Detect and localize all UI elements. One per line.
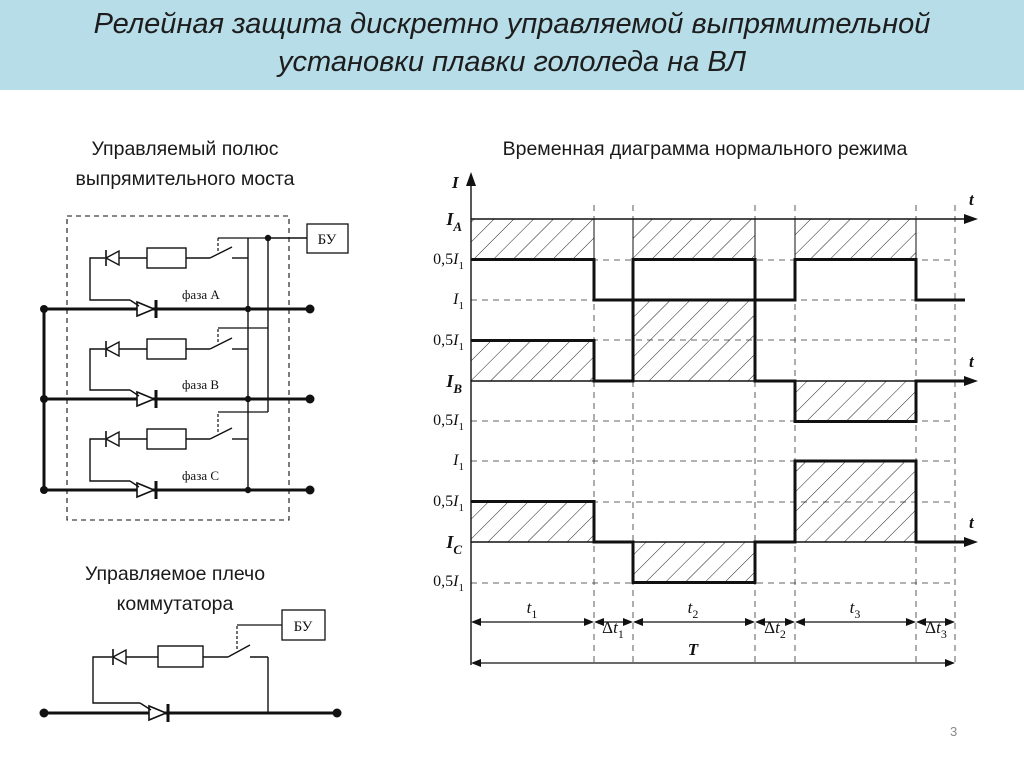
phase-c-relay-contact <box>209 427 233 440</box>
commutator-gate <box>139 702 152 711</box>
level-labels: 0,5I1 I1 0,5I1 0,5I1 I1 0,5I1 0,5I1 <box>433 251 464 594</box>
dimension-arrow <box>916 618 955 626</box>
interval-labels: t1 Δt1 t2 Δt2 t3 Δt3 T <box>527 598 947 659</box>
waveform-i_a <box>471 258 965 302</box>
pole-enclosure-dashed-box <box>66 215 290 521</box>
current-pulse-i_a <box>794 218 917 260</box>
commutator-right-terminal <box>332 708 342 718</box>
timing-axes <box>466 172 978 665</box>
phase-c-terminal <box>305 485 315 495</box>
interval-label: t2 <box>688 598 699 621</box>
trace-label-ic: IC <box>445 532 462 557</box>
current-pulse-i_b <box>794 380 917 422</box>
phase-b-relay-contact <box>209 337 233 350</box>
commutator-gate-wire <box>92 656 140 704</box>
commutator-left-terminal <box>39 708 49 718</box>
current-pulse-i_b <box>470 340 595 382</box>
interval-label: Δt1 <box>602 618 624 641</box>
phase-b-label: фаза В <box>182 377 219 392</box>
phase-c-right-node <box>244 486 252 494</box>
waveforms <box>470 218 965 584</box>
page-number: 3 <box>950 724 958 739</box>
interval-label: Δt3 <box>925 618 947 641</box>
dimension-arrow <box>594 618 633 626</box>
level-label: I1 <box>452 452 464 473</box>
commutator-arm-caption-line-2: коммутатора <box>116 593 234 615</box>
slide-title-line-2: установки плавки гололеда на ВЛ <box>278 46 746 78</box>
commutator-arm-schematic <box>39 609 342 722</box>
phase-b-terminal <box>305 394 315 404</box>
current-pulse-i_a <box>470 218 595 260</box>
phase-a-thyristor <box>136 300 157 318</box>
time-axis-b-arrow <box>964 376 978 386</box>
level-label: 0,5I1 <box>433 412 464 433</box>
phase-a-right-node <box>244 305 252 313</box>
time-axis-a-label: t <box>969 190 975 209</box>
phase-b-right-node <box>244 395 252 403</box>
phase-b-left-node <box>40 395 48 403</box>
time-axis-a-arrow <box>964 214 978 224</box>
phase-c-gate <box>129 480 140 488</box>
phase-b-branch <box>40 327 315 408</box>
current-pulse-i_c <box>470 501 595 543</box>
time-axis-c-label: t <box>969 513 975 532</box>
control-unit-box <box>306 223 349 254</box>
current-pulse-i_c <box>632 541 756 583</box>
interval-label: Δt2 <box>764 618 786 641</box>
dimension-arrow <box>795 618 916 626</box>
current-pulse-i_c <box>794 460 917 543</box>
level-label: 0,5I1 <box>433 251 464 272</box>
trace-label-ia: IA <box>445 209 462 234</box>
interval-label: t3 <box>850 598 861 621</box>
time-axis-c-arrow <box>964 537 978 547</box>
level-label: 0,5I1 <box>433 573 464 594</box>
phase-b-thyristor <box>136 390 157 408</box>
dimension-arrow <box>755 618 795 626</box>
phase-b-gate-wire <box>89 348 130 391</box>
phase-a-label: фаза А <box>182 287 220 302</box>
dimension-arrow <box>633 618 755 626</box>
period-label: T <box>688 640 699 659</box>
slide-title-line-1: Релейная защита дискретно управляемой вы… <box>93 8 931 40</box>
commutator-arm-caption-line-1: Управляемое плечо <box>84 563 266 585</box>
timing-diagram-caption: Временная диаграмма нормального режима <box>502 138 908 160</box>
level-label: 0,5I1 <box>433 332 464 353</box>
time-axis-b-label: t <box>969 352 975 371</box>
phase-a-terminal <box>305 304 315 314</box>
timing-grid <box>471 205 956 665</box>
trace-label-ib: IB <box>445 371 462 396</box>
phase-a-left-node <box>40 305 48 313</box>
dimension-arrow <box>471 618 594 626</box>
rectifier-pole-caption-line-2: выпрямительного моста <box>75 168 295 190</box>
rectifier-pole-schematic <box>40 215 349 521</box>
commutator-control-unit-box <box>281 609 326 641</box>
phase-b-gate <box>129 389 140 397</box>
title-banner: Релейная защита дискретно управляемой вы… <box>0 0 1024 90</box>
phase-c-gate-wire <box>89 438 130 482</box>
commutator-thyristor <box>148 704 169 722</box>
y-axis-label: I <box>451 173 460 192</box>
phase-a-gate-wire <box>89 257 130 301</box>
dimension-arrow <box>471 659 955 667</box>
interval-label: t1 <box>527 598 538 621</box>
phase-c-label: фаза С <box>182 468 219 483</box>
control-unit-label: БУ <box>318 232 337 248</box>
phase-c-branch <box>40 411 315 499</box>
current-pulse-i_b <box>632 299 756 382</box>
level-label: I1 <box>452 291 464 312</box>
y-axis-arrow <box>466 172 476 186</box>
commutator-control-unit-label: БУ <box>294 619 313 635</box>
phase-a-branch <box>40 237 315 318</box>
commutator-relay-contact <box>227 644 251 658</box>
phase-a-gate <box>129 299 140 307</box>
rectifier-pole-caption-line-1: Управляемый полюс <box>91 138 279 160</box>
phase-a-relay-contact <box>209 246 233 259</box>
current-pulse-i_a <box>632 218 756 260</box>
level-label: 0,5I1 <box>433 493 464 514</box>
interval-dimensions <box>471 618 955 667</box>
phase-c-left-node <box>40 486 48 494</box>
phase-c-thyristor <box>136 481 157 499</box>
